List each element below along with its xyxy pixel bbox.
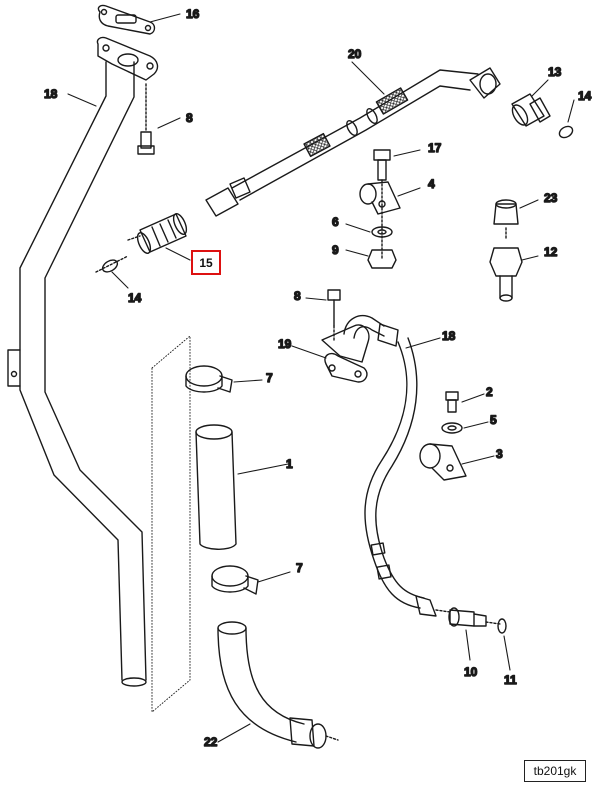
callout-10: 10 — [464, 665, 478, 679]
callout-1: 1 — [286, 457, 293, 471]
callout-21: 22 — [204, 735, 218, 749]
reference-code-label: tb201gk — [524, 760, 586, 782]
part-10-fitting — [435, 607, 487, 627]
part-18-line — [321, 315, 437, 617]
part-11-oring — [497, 618, 507, 634]
part-7-clamp-lower — [211, 565, 259, 595]
callout-8a: 8 — [186, 111, 193, 125]
part-13-fitting — [511, 93, 551, 127]
part-16-gasket — [97, 4, 156, 35]
part-7-clamp-upper — [185, 365, 233, 393]
part-3-clamp — [419, 443, 467, 481]
part-22-hose — [205, 67, 501, 217]
callout-22: 20 — [348, 47, 362, 61]
part-1-hose — [195, 424, 237, 550]
callout-14a: 14 — [578, 89, 592, 103]
callout-14b: 14 — [128, 291, 142, 305]
part-17-bolt — [373, 149, 391, 261]
part-8-bolt-upper — [137, 83, 155, 155]
callout-leaders — [67, 13, 575, 743]
part-4-clamp — [359, 181, 401, 215]
callout-2: 2 — [486, 385, 493, 399]
part-20-tube — [7, 36, 159, 687]
callout-labels: 16 18 8 20 13 14 17 4 6 9 23 12 14 8 19 … — [43, 6, 592, 749]
part-6-washer — [371, 226, 393, 238]
assembly-outline — [151, 335, 191, 713]
callout-23: 23 — [544, 191, 558, 205]
callout-15: 15 — [199, 256, 213, 270]
part-9-nut — [367, 249, 397, 269]
part-19-gasket — [324, 352, 368, 383]
part-21-tube — [217, 621, 339, 749]
part-15-adapter — [127, 213, 188, 254]
part-14-oring-right — [558, 125, 574, 139]
callout-5: 5 — [490, 413, 497, 427]
part-23-cap — [493, 199, 519, 241]
callout-9: 9 — [332, 243, 339, 257]
callout-8b: 8 — [294, 289, 301, 303]
callout-4: 4 — [428, 177, 435, 191]
callout-13: 13 — [548, 65, 562, 79]
highlighted-callout-box: 15 — [191, 250, 221, 275]
callout-17: 17 — [428, 141, 442, 155]
callout-3: 3 — [496, 447, 503, 461]
callout-11: 11 — [504, 673, 517, 687]
part-12-union — [489, 247, 523, 302]
part-2-bolt — [445, 391, 459, 413]
part-5-washer — [441, 422, 463, 434]
part-14-oring-left — [101, 259, 119, 273]
callout-7a: 7 — [266, 371, 273, 385]
callout-12: 12 — [544, 245, 558, 259]
callout-7b: 7 — [296, 561, 303, 575]
callout-19: 19 — [278, 337, 292, 351]
callout-6: 6 — [332, 215, 339, 229]
part-8-bolt-lower — [327, 289, 341, 341]
callout-16: 16 — [186, 7, 200, 21]
callout-18: 18 — [442, 329, 456, 343]
callout-20: 18 — [44, 87, 58, 101]
